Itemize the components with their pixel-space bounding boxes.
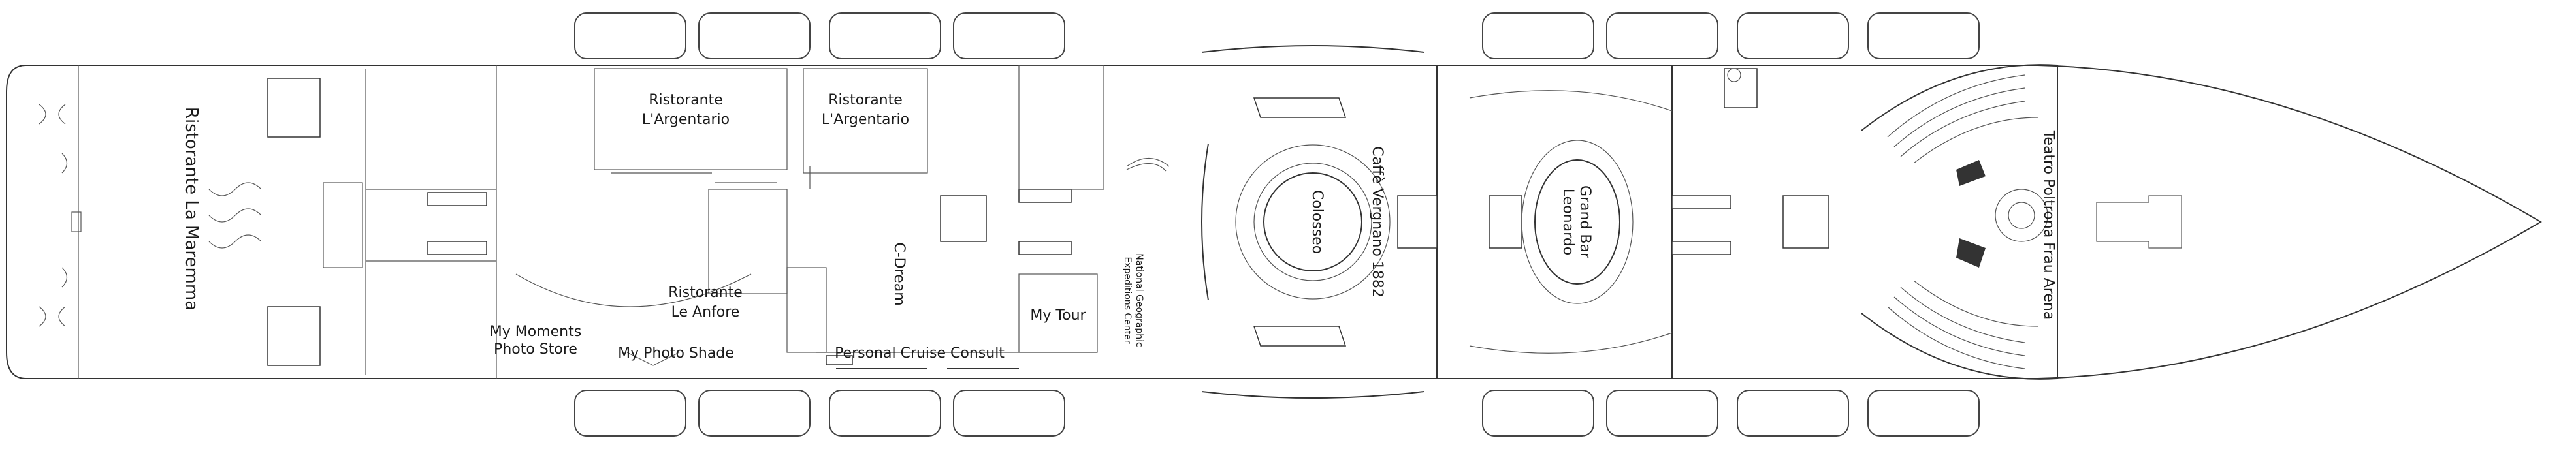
label-colosseo: Colosseo [1309, 190, 1325, 254]
label-natgeo-line1: National Geographic [1134, 253, 1144, 347]
label-natgeo-line2: Expeditions Center [1122, 256, 1133, 343]
area-le-anfore-shops [515, 267, 1098, 369]
label-my-photo-shade: My Photo Shade [618, 345, 734, 362]
label-c-dream: C-Dream [891, 242, 907, 305]
elevators-aft [366, 65, 497, 379]
label-argentario-1-line1: Ristorante [649, 92, 723, 108]
theatre-seating-top [1887, 74, 2025, 157]
theatre-seating-bottom [1887, 286, 2025, 369]
label-le-anfore-line1: Ristorante [668, 285, 743, 301]
label-argentario-2-line2: L'Argentario [822, 112, 909, 128]
label-argentario-2-line1: Ristorante [828, 92, 903, 108]
label-ristorante-la-maremma: Ristorante La Maremma [182, 107, 201, 311]
hull-outline [6, 65, 2542, 379]
label-my-moments-line1: My Moments [490, 324, 581, 340]
area-argentario [594, 65, 1104, 294]
label-personal-cruise-consult: Personal Cruise Consult [835, 345, 1005, 362]
label-grand-bar-line2: Leonardo [1560, 189, 1576, 255]
area-la-maremma [39, 69, 366, 375]
label-caffe-vergnano: Caffè Vergnano 1882 [1369, 146, 1385, 298]
label-argentario-1-line2: L'Argentario [642, 112, 730, 128]
area-teatro [1724, 64, 2058, 380]
area-colosseo [1126, 45, 1425, 399]
label-grand-bar-line1: Grand Bar [1577, 185, 1593, 259]
label-le-anfore-line2: Le Anfore [671, 304, 740, 320]
label-teatro: Teatro Poltrona Frau Arena [2040, 130, 2057, 320]
lifeboats-top [574, 12, 1980, 59]
area-grand-bar [1397, 65, 1829, 379]
label-my-tour: My Tour [1030, 307, 1086, 324]
lifeboats-bottom [574, 390, 1980, 437]
label-my-moments-line2: Photo Store [494, 341, 577, 358]
